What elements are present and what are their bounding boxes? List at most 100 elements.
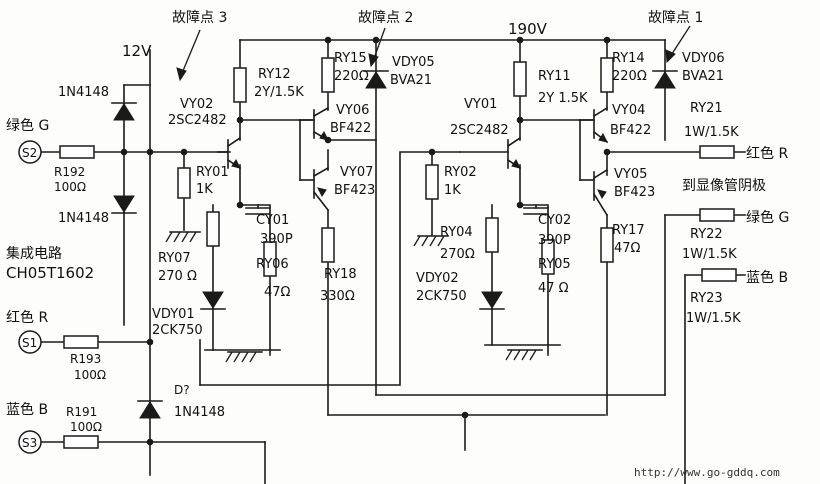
- ry07-label: RY07: [158, 251, 191, 266]
- ry12-label: RY12: [258, 67, 291, 82]
- rail-190v-label: 190V: [508, 20, 548, 38]
- cy02-value: 390P: [538, 233, 571, 248]
- junction-dots: [120, 36, 611, 446]
- d-top-label: 1N4148: [58, 85, 109, 100]
- port-s1: S1: [18, 330, 42, 354]
- output-b-label: 蓝色 B: [746, 269, 788, 286]
- resistor-ry04: [485, 217, 499, 253]
- vdy06-value: BVA21: [682, 69, 724, 84]
- rail-12v-label: 12V: [122, 42, 152, 60]
- vy05-label: VY05: [614, 167, 647, 182]
- fault-arrow-2: [368, 27, 386, 68]
- vy01-label: VY01: [464, 97, 497, 112]
- ground-symbol-3: [413, 235, 449, 247]
- resistor-ry18: [321, 227, 335, 263]
- ground-symbol-1: [165, 231, 201, 243]
- resistor-ry05: [541, 239, 555, 275]
- ry07-value: 270 Ω: [158, 269, 197, 284]
- resistor-r192: [59, 145, 95, 159]
- d-mid-label: 1N4148: [58, 211, 109, 226]
- s1-color-label: 红色 R: [6, 309, 48, 326]
- transistor-vy07: [299, 166, 330, 212]
- resistor-ry22: [699, 208, 735, 222]
- ry21-value: 1W/1.5K: [684, 125, 739, 140]
- vy04-label: VY04: [612, 103, 645, 118]
- vy07-label: VY07: [340, 165, 373, 180]
- r192-value: 100Ω: [54, 180, 86, 194]
- resistor-ry14: [600, 57, 614, 93]
- svg-text:S1: S1: [22, 336, 37, 350]
- ry18-value: 330Ω: [320, 289, 355, 304]
- resistor-ry11: [513, 61, 527, 97]
- diode-vdy02: [479, 291, 505, 310]
- cy01-label: CY01: [256, 213, 289, 228]
- wires: [39, 39, 746, 484]
- resistor-ry06: [263, 241, 277, 277]
- fault-arrow-1: [665, 25, 691, 64]
- port-s2: S2: [18, 140, 42, 164]
- ry02-value: 1K: [444, 183, 461, 198]
- ry11-value: 2Y 1.5K: [538, 91, 588, 106]
- vy02-label: VY02: [180, 97, 213, 112]
- ry02-label: RY02: [444, 165, 477, 180]
- capacitor-cy02: [523, 204, 549, 215]
- ry11-label: RY11: [538, 69, 571, 84]
- ry06-value: 47Ω: [264, 285, 291, 300]
- vdy02-label: VDY02: [416, 271, 459, 286]
- port-s3: S3: [18, 430, 42, 454]
- transistor-vy06: [299, 106, 330, 142]
- ry21-label: RY21: [690, 101, 723, 116]
- cy01-value: 390P: [260, 232, 293, 247]
- vy06-type: BF422: [330, 121, 371, 136]
- ic-name: 集成电路: [6, 245, 62, 262]
- ry01-label: RY01: [196, 165, 229, 180]
- capacitor-cy01: [245, 204, 271, 215]
- ry17-label: RY17: [612, 223, 645, 238]
- diode-vdy01: [200, 291, 226, 310]
- ry17-value: 47Ω: [614, 241, 641, 256]
- resistor-ry15: [321, 57, 335, 93]
- ry04-label: RY04: [440, 225, 473, 240]
- ry12-value: 2Y/1.5K: [254, 85, 304, 100]
- output-r-label: 红色 R: [746, 145, 788, 162]
- output-heading: 到显像管阴极: [682, 178, 766, 194]
- d-bottom-label: 1N4148: [174, 405, 225, 420]
- ry14-value: 220Ω: [612, 69, 647, 84]
- ry14-label: RY14: [612, 51, 645, 66]
- ry22-label: RY22: [690, 227, 723, 242]
- ry15-value: 220Ω: [334, 69, 369, 84]
- vy01-type: 2SC2482: [450, 123, 509, 138]
- ry18-label: RY18: [324, 267, 357, 282]
- ry05-label: RY05: [538, 257, 571, 272]
- transistor-vy02: [217, 136, 242, 170]
- ry23-label: RY23: [690, 291, 723, 306]
- vdy02-value: 2CK750: [416, 289, 467, 304]
- vy05-type: BF423: [614, 185, 655, 200]
- s3-color-label: 蓝色 B: [6, 401, 48, 418]
- resistor-ry23: [701, 268, 737, 282]
- resistor-ry12: [233, 67, 247, 103]
- vy06-label: VY06: [336, 103, 369, 118]
- output-g-label: 绿色 G: [746, 209, 789, 226]
- resistor-r193: [63, 335, 99, 349]
- vdy01-value: 2CK750: [152, 323, 203, 338]
- r193-value: 100Ω: [74, 368, 106, 382]
- diode-mid: [111, 195, 137, 214]
- fault-point-2-label: 故障点 2: [358, 10, 413, 26]
- diode-vdy05: [363, 70, 389, 89]
- resistor-ry01: [177, 167, 191, 199]
- resistor-ry17: [600, 227, 614, 263]
- svg-text:S3: S3: [22, 436, 37, 450]
- ry05-value: 47 Ω: [538, 281, 569, 296]
- transistor-vy05: [579, 168, 609, 217]
- ry23-value: 1W/1.5K: [686, 311, 741, 326]
- ground-symbol-4: [505, 349, 543, 361]
- diode-vdy06: [652, 70, 678, 89]
- resistor-ry07: [206, 211, 220, 247]
- fault-point-3-label: 故障点 3: [172, 10, 227, 26]
- ry06-label: RY06: [256, 257, 289, 272]
- cy02-label: CY02: [538, 213, 571, 228]
- vdy01-label: VDY01: [152, 307, 195, 322]
- ic-model: CH05T1602: [6, 264, 94, 282]
